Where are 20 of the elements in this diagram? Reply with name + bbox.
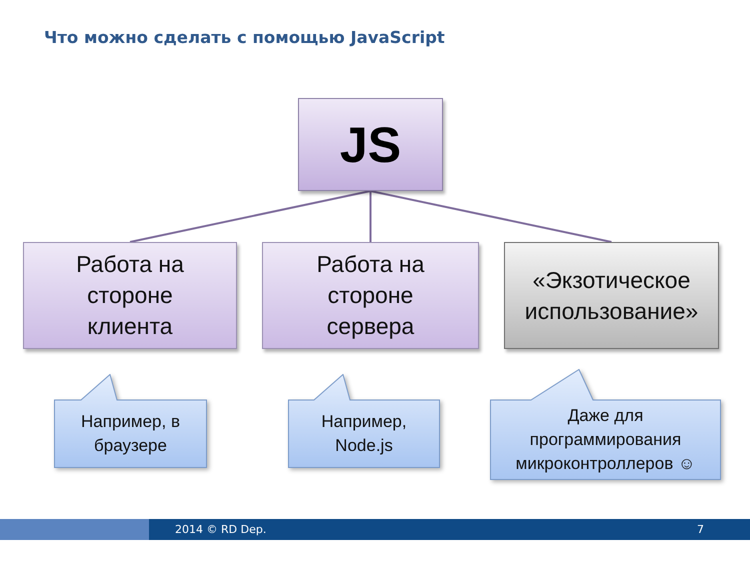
slide-title: Что можно сделать с помощью JavaScript [44,27,445,49]
connector-line [130,190,371,243]
root-box [298,98,443,191]
bubble-text: Например, Node.js [320,411,408,457]
bubble-text: Например, в браузере [80,411,181,457]
speech-bubble [54,374,207,468]
category-label: Работа на стороне сервера [316,250,426,341]
category-label: «Экзотическое использование» [524,266,700,326]
page-number: 7 [697,522,704,537]
category-label: Работа на стороне клиента [75,250,185,341]
bubble-text: Даже для программирования микроконтроллеров ☺ [514,405,696,475]
connector-line [370,190,612,243]
category-box [23,242,237,349]
footer-text: 2014 © RD Dep. [175,522,266,537]
category-box [262,242,479,349]
connector-line [370,191,372,242]
speech-bubble [490,369,721,480]
speech-bubble [288,374,440,468]
category-box [504,242,719,349]
root-label: JS [340,120,402,170]
